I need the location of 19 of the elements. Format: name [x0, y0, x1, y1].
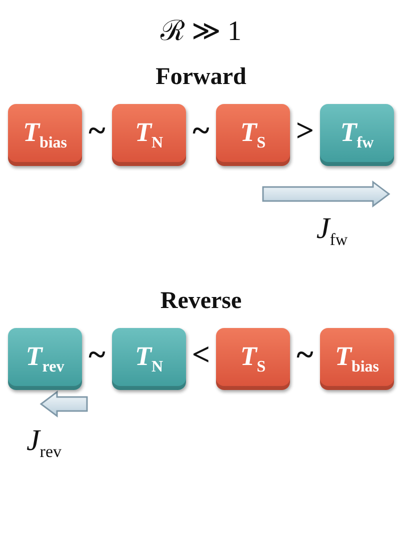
- temperature-box: T$_{bias}$: [8, 104, 82, 166]
- temperature-box: T$_{rev}$: [8, 328, 82, 390]
- formula: ℛ ≫ 1: [160, 15, 242, 48]
- current-label: J$_{fw}$: [316, 212, 348, 250]
- relation-symbol: ~: [88, 112, 106, 149]
- section-heading: Reverse: [160, 288, 242, 315]
- temperature-box: T$_{S}$: [216, 104, 290, 166]
- temperature-box: T$_{S}$: [216, 328, 290, 390]
- temperature-box: T$_{bias}$: [320, 328, 394, 390]
- relation-symbol: <: [192, 336, 210, 373]
- temperature-box: T$_{fw}$: [320, 104, 394, 166]
- temperature-box: T$_{N}$: [112, 104, 186, 166]
- section-heading: Forward: [156, 64, 246, 91]
- temperature-box: T$_{N}$: [112, 328, 186, 390]
- relation-symbol: ~: [88, 336, 106, 373]
- relation-symbol: ~: [296, 336, 314, 373]
- relation-symbol: ~: [192, 112, 210, 149]
- relation-symbol: >: [296, 112, 314, 149]
- current-label: J$_{rev}$: [26, 424, 62, 462]
